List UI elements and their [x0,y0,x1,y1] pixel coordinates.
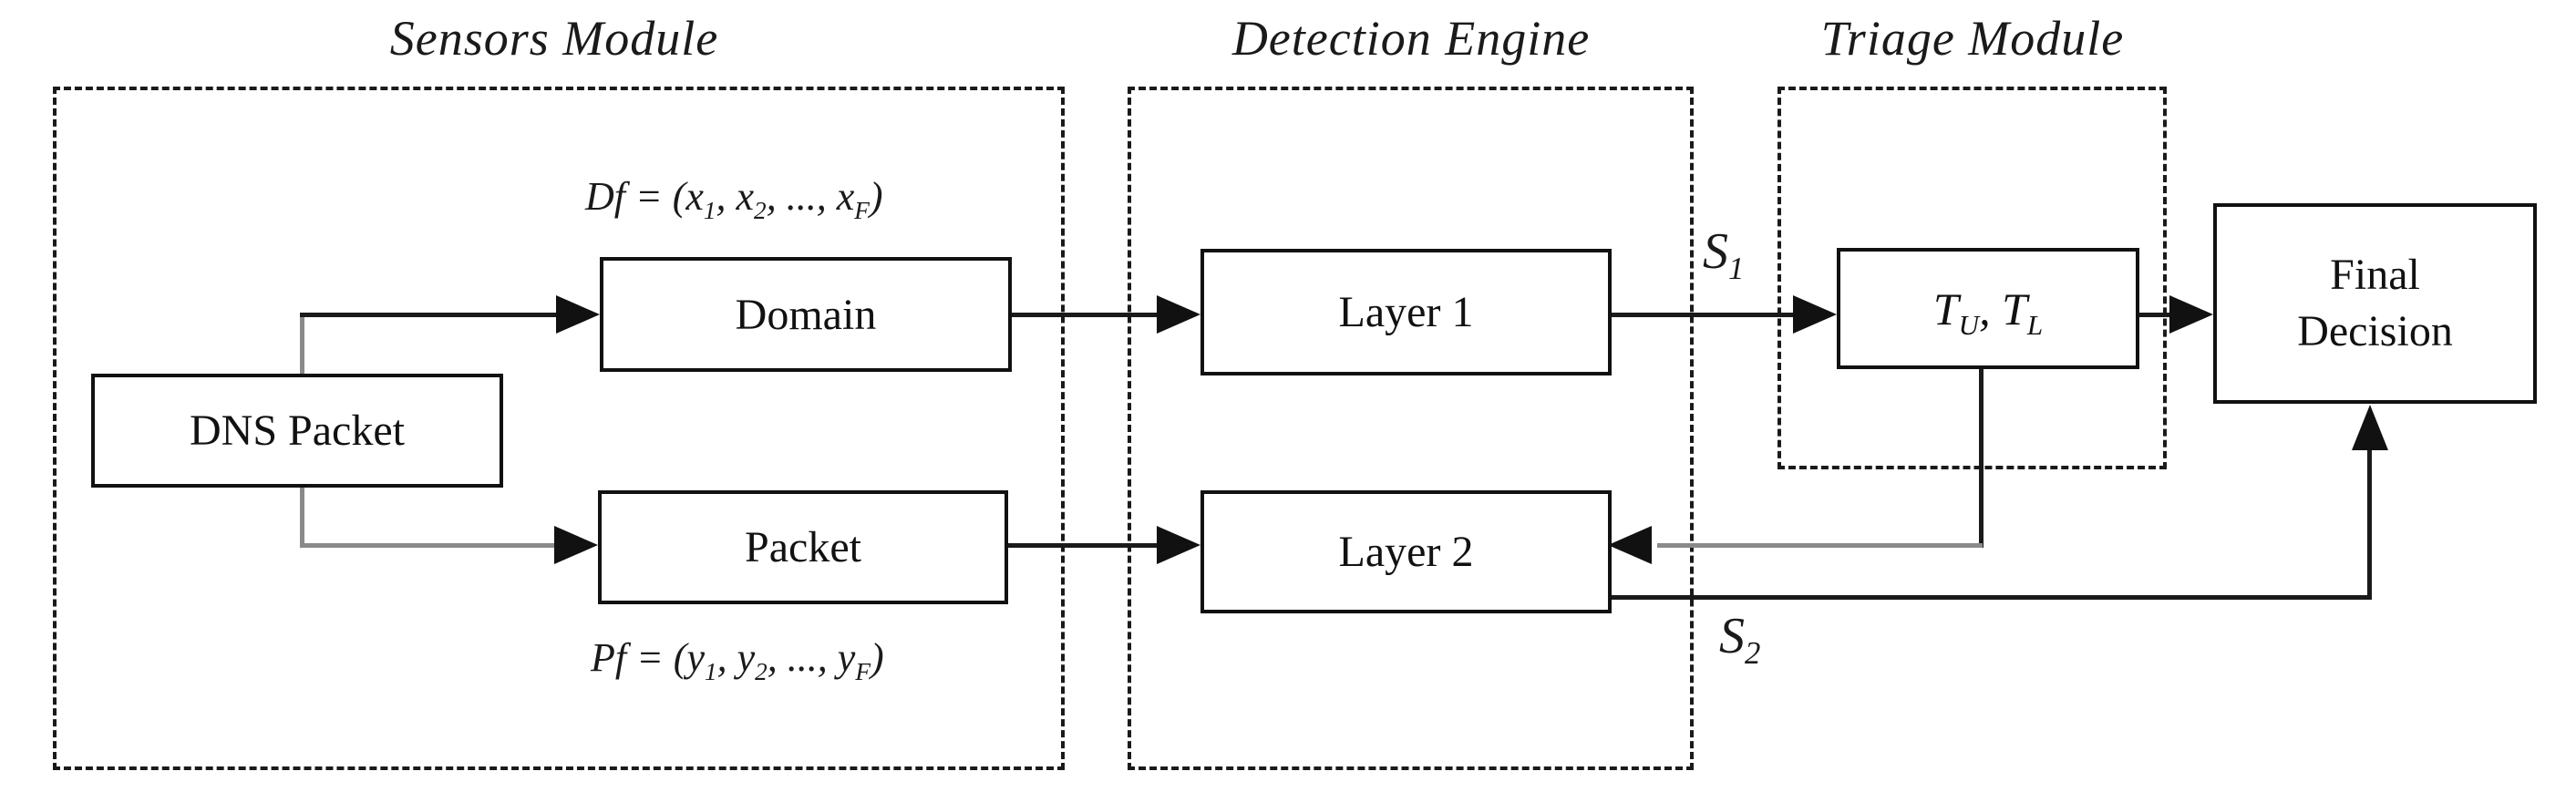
thresholds-feedback-horizontal-line [1657,543,1983,548]
packet-features-formula: Pf = (y1, y2, ..., yF) [591,635,884,685]
domain-node: Domain [600,257,1012,372]
arrowhead-into-domain [556,295,600,334]
dns-to-packet-branch-horizontal-line [300,543,556,548]
packet-to-layer2-line [1001,543,1159,548]
dns-packet-label: DNS Packet [190,406,405,455]
thresholds-node: TU, TL [1837,248,2139,369]
arrowhead-into-layer1 [1157,295,1200,334]
arrowhead-into-final-bottom [2352,405,2388,450]
layer1-label: Layer 1 [1338,288,1474,336]
sensors-module-container [53,87,1065,770]
thresholds-feedback-vertical-line [1979,362,1984,548]
layer2-label: Layer 2 [1338,528,1474,576]
detection-engine-container [1128,87,1694,770]
domain-features-formula: Df = (x1, x2, ..., xF) [585,174,883,224]
signal-s1-label: S1 [1703,223,1745,287]
triage-module-container [1777,87,2167,469]
dns-to-packet-branch-vertical-line [300,478,304,547]
dns-packet-node: DNS Packet [91,374,503,488]
arrowhead-feedback-into-layer2 [1608,526,1652,564]
layer2-node: Layer 2 [1200,490,1612,613]
domain-to-layer1-line [1005,313,1159,317]
arrowhead-into-layer2 [1157,526,1200,564]
domain-label: Domain [735,290,877,339]
arrowhead-into-packet [554,526,598,564]
layer1-node: Layer 1 [1200,249,1612,375]
detection-engine-title: Detection Engine [1231,11,1591,66]
dns-to-domain-branch-vertical-line [300,314,304,375]
layer1-to-thresholds-line [1604,313,1795,317]
triage-module-title: Triage Module [1820,11,2125,66]
layer2-s2-vertical-line [2367,450,2372,600]
layer2-s2-horizontal-line [1604,595,2372,600]
packet-node: Packet [598,490,1008,604]
dns-to-domain-branch-horizontal-line [300,313,558,317]
signal-s2-label: S2 [1719,608,1761,672]
packet-label: Packet [745,523,861,571]
thresholds-to-final-line [2132,313,2171,317]
thresholds-label: TU, TL [1932,283,2044,341]
sensors-module-title: Sensors Module [389,11,719,66]
arrowhead-into-final-left [2169,295,2213,334]
arrowhead-into-thresholds [1793,295,1837,334]
